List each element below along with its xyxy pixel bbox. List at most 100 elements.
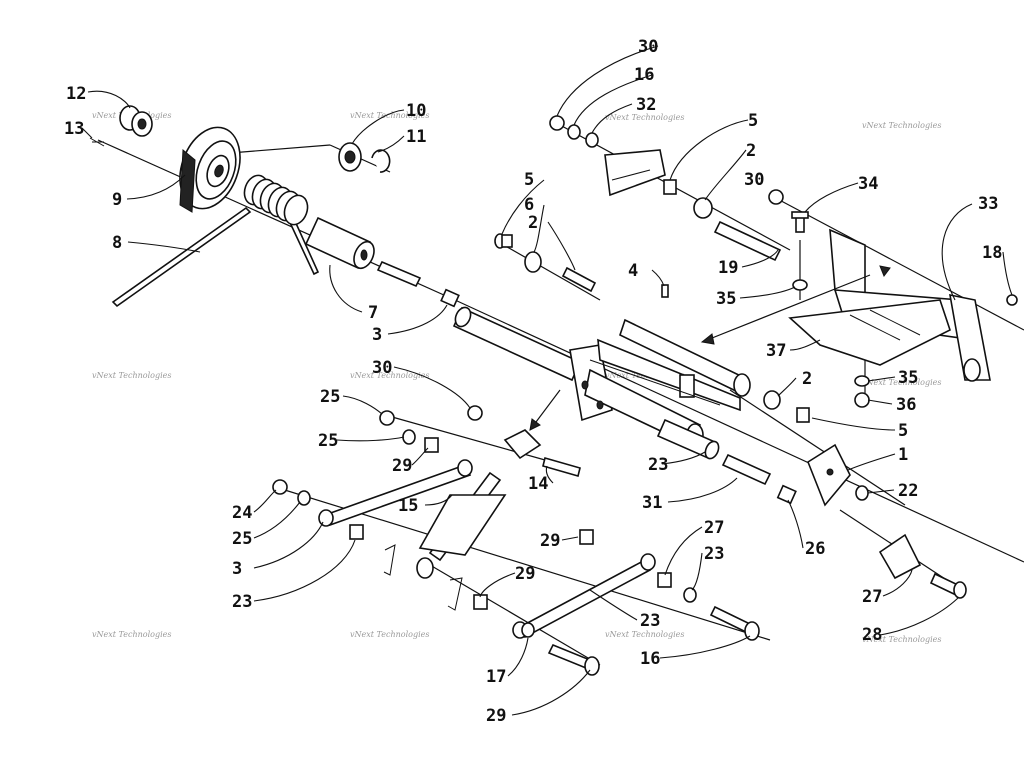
pin xyxy=(376,260,422,288)
callout-28: 29 xyxy=(486,706,506,726)
callout-13: 13 xyxy=(64,119,84,139)
callout-23: 27 xyxy=(704,518,724,538)
bolt-28-right xyxy=(709,605,760,641)
watermark: vNext Technologies xyxy=(350,111,429,120)
spacer-tube-7 xyxy=(304,216,375,270)
callout-23: 23 xyxy=(232,592,252,612)
callout-2: 2 xyxy=(746,141,756,161)
nut-12 xyxy=(119,105,153,137)
snap-ring-11 xyxy=(371,149,391,173)
callout-22: 31 xyxy=(642,493,662,513)
plate-16 xyxy=(878,533,922,580)
direction-arrows xyxy=(529,265,891,431)
callout-29: 23 xyxy=(704,544,724,564)
callout-17: 28 xyxy=(862,625,882,645)
callout-37: 37 xyxy=(766,341,786,361)
callout-9: 9 xyxy=(112,190,122,210)
pin-6 xyxy=(561,266,597,293)
washer-2 xyxy=(524,251,542,273)
callout-32: 32 xyxy=(636,95,656,115)
bolt-5-right xyxy=(796,407,810,423)
callout-23: 29 xyxy=(515,564,535,584)
watermark: vNext Technologies xyxy=(862,635,941,644)
callout-6: 6 xyxy=(524,195,534,215)
callout-5: 5 xyxy=(898,421,908,441)
callout-5: 5 xyxy=(524,170,534,190)
callout-12: 12 xyxy=(66,84,86,104)
callout-4: 4 xyxy=(628,261,638,281)
bushing-23 xyxy=(349,437,672,610)
callout-35: 35 xyxy=(716,289,736,309)
callout-15: 22 xyxy=(898,481,918,501)
strap-37 xyxy=(788,299,951,366)
bolt-34 xyxy=(791,211,809,233)
washer-32 xyxy=(585,132,599,148)
suspension-frame-arm xyxy=(569,318,751,447)
spacer-26 xyxy=(579,529,594,545)
washer-15 xyxy=(855,485,869,501)
pulley-wheel-9 xyxy=(179,126,241,213)
callout-27: 23 xyxy=(640,611,660,631)
mount-bracket xyxy=(604,149,666,197)
callout-29: 25 xyxy=(232,529,252,549)
set-screw-13 xyxy=(89,137,105,147)
washer-2-upper xyxy=(693,197,713,219)
callout-33: 33 xyxy=(978,194,998,214)
callout-3: 3 xyxy=(372,325,382,345)
callout-35: 35 xyxy=(898,368,918,388)
callout-16: 16 xyxy=(634,65,654,85)
callout-1: 23 xyxy=(648,455,668,475)
callout-28: 16 xyxy=(640,649,660,669)
callout-30: 30 xyxy=(372,358,392,378)
part-illustrations xyxy=(89,105,1018,676)
callout-8: 8 xyxy=(112,233,122,253)
nut-36 xyxy=(854,392,870,408)
shock-absorber-24 xyxy=(416,429,542,579)
grease-fitting-4 xyxy=(661,284,669,298)
bolt-5 xyxy=(494,233,513,249)
callout-7: 7 xyxy=(368,303,378,323)
callout-3: 26 xyxy=(805,539,825,559)
bolt-31 xyxy=(542,457,581,477)
nut-18 xyxy=(1006,294,1018,306)
callout-labels: 30 16 32 12 13 10 11 5 2 30 34 33 9 5 6 … xyxy=(64,37,1002,726)
callout-36: 36 xyxy=(896,395,916,415)
callout-5: 5 xyxy=(748,111,758,131)
watermark: vNext Technologies xyxy=(92,371,171,380)
watermark: vNext Technologies xyxy=(862,378,941,387)
nut-25 xyxy=(272,410,395,495)
callout-26: 29 xyxy=(540,531,560,551)
nut-30-mid xyxy=(467,405,483,421)
callout-25: 24 xyxy=(232,503,252,523)
callout-29: 25 xyxy=(318,431,338,451)
shaft-22 xyxy=(721,453,772,486)
clips xyxy=(383,544,463,611)
callout-18: 18 xyxy=(982,243,1002,263)
leader-lines xyxy=(81,45,1013,716)
bushing-3 xyxy=(440,288,460,308)
bolt-17 xyxy=(929,572,967,599)
callout-23: 29 xyxy=(392,456,412,476)
bushing-3-right xyxy=(776,484,797,505)
nut-30-top xyxy=(549,115,565,131)
watermark: vNext Technologies xyxy=(605,630,684,639)
callout-34: 34 xyxy=(858,174,878,194)
callout-10: 10 xyxy=(406,101,426,121)
nut-30-upper xyxy=(768,189,784,205)
assembly-axes xyxy=(97,124,1024,666)
callout-27: 3 xyxy=(232,559,242,579)
callout-14: 1 xyxy=(898,445,908,465)
callout-29: 17 xyxy=(486,667,506,687)
callout-19: 19 xyxy=(718,258,738,278)
lock-washer-16-top xyxy=(567,124,581,140)
cross-shaft-main xyxy=(452,306,582,382)
bolt-5-upper xyxy=(663,179,677,195)
torsion-spring-coils xyxy=(243,174,309,226)
callout-25: 25 xyxy=(320,387,340,407)
washer-35-upper xyxy=(792,279,808,291)
watermark: vNext Technologies xyxy=(350,371,429,380)
washer-29 xyxy=(297,429,697,638)
washer-35-lower xyxy=(854,375,870,387)
callout-30: 30 xyxy=(744,170,764,190)
